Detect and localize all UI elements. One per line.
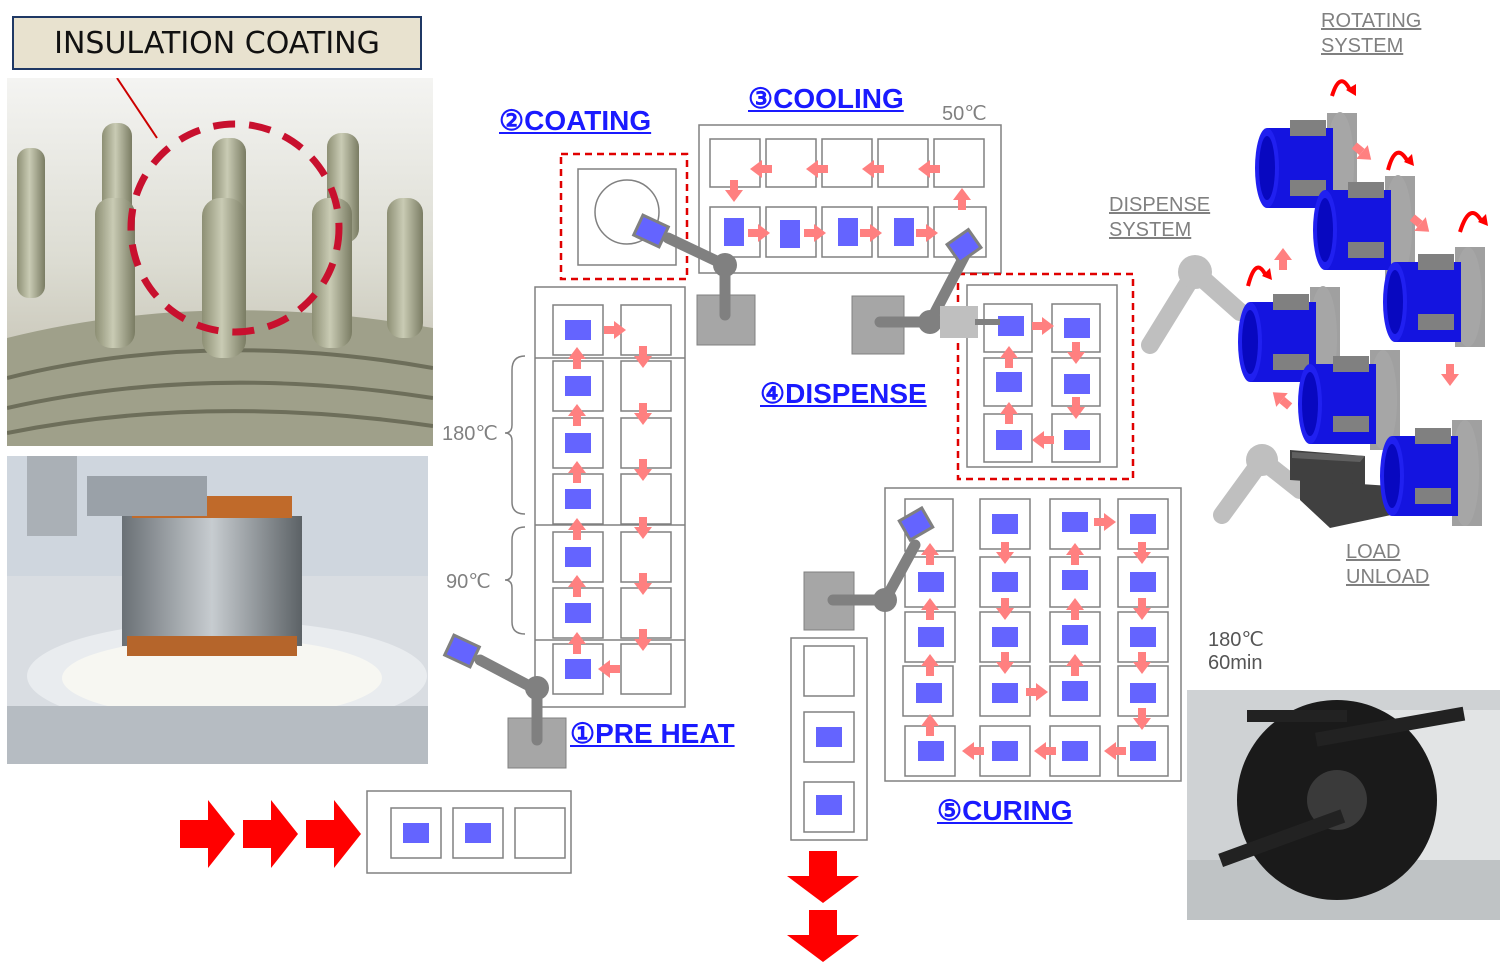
robot-curing [803,505,935,631]
step-curing-label: ⑤CURING [937,795,1073,826]
load-unload-arm [1213,444,1405,528]
step-preheat-label: ①PRE HEAT [570,718,735,749]
curing-fixture-photo [1187,690,1500,920]
coated-teeth-photo [7,78,433,446]
input-conveyor [366,790,572,874]
step-cooling-label: ③COOLING [748,83,904,114]
cooling-temperature: 50℃ [942,103,987,125]
unload-label: UNLOAD [1346,566,1430,588]
dispense-system-label-2: SYSTEM [1109,219,1192,241]
robot-preheat [442,633,567,769]
dispense-highlight [956,272,1135,481]
dip-coating-photo [7,456,428,764]
curing-time: 60min [1208,652,1263,674]
output-arrows [787,851,859,962]
page-title: INSULATION COATING [12,16,422,70]
robot-coating [631,213,756,346]
rotating-system-label-1: ROTATING [1321,10,1422,32]
dispense-system-label-1: DISPENSE [1109,194,1211,216]
curved-arrow-icon [1246,79,1484,287]
load-label: LOAD [1346,541,1401,563]
preheat-high-temperature: 180℃ [442,423,498,445]
step-coating-label: ②COATING [499,105,652,136]
dispense-system-arm [940,255,1249,354]
rotating-system-label-2: SYSTEM [1321,35,1404,57]
input-arrows [180,800,361,868]
preheat-oven [534,286,686,708]
rotating-system [1238,112,1485,526]
step-dispense-label: ④DISPENSE [760,378,927,409]
robot-dispense [851,227,984,355]
output-conveyor [790,637,868,841]
curing-temperature: 180℃ [1208,629,1264,651]
coating-highlight [559,152,689,281]
preheat-low-temperature: 90℃ [446,571,491,593]
